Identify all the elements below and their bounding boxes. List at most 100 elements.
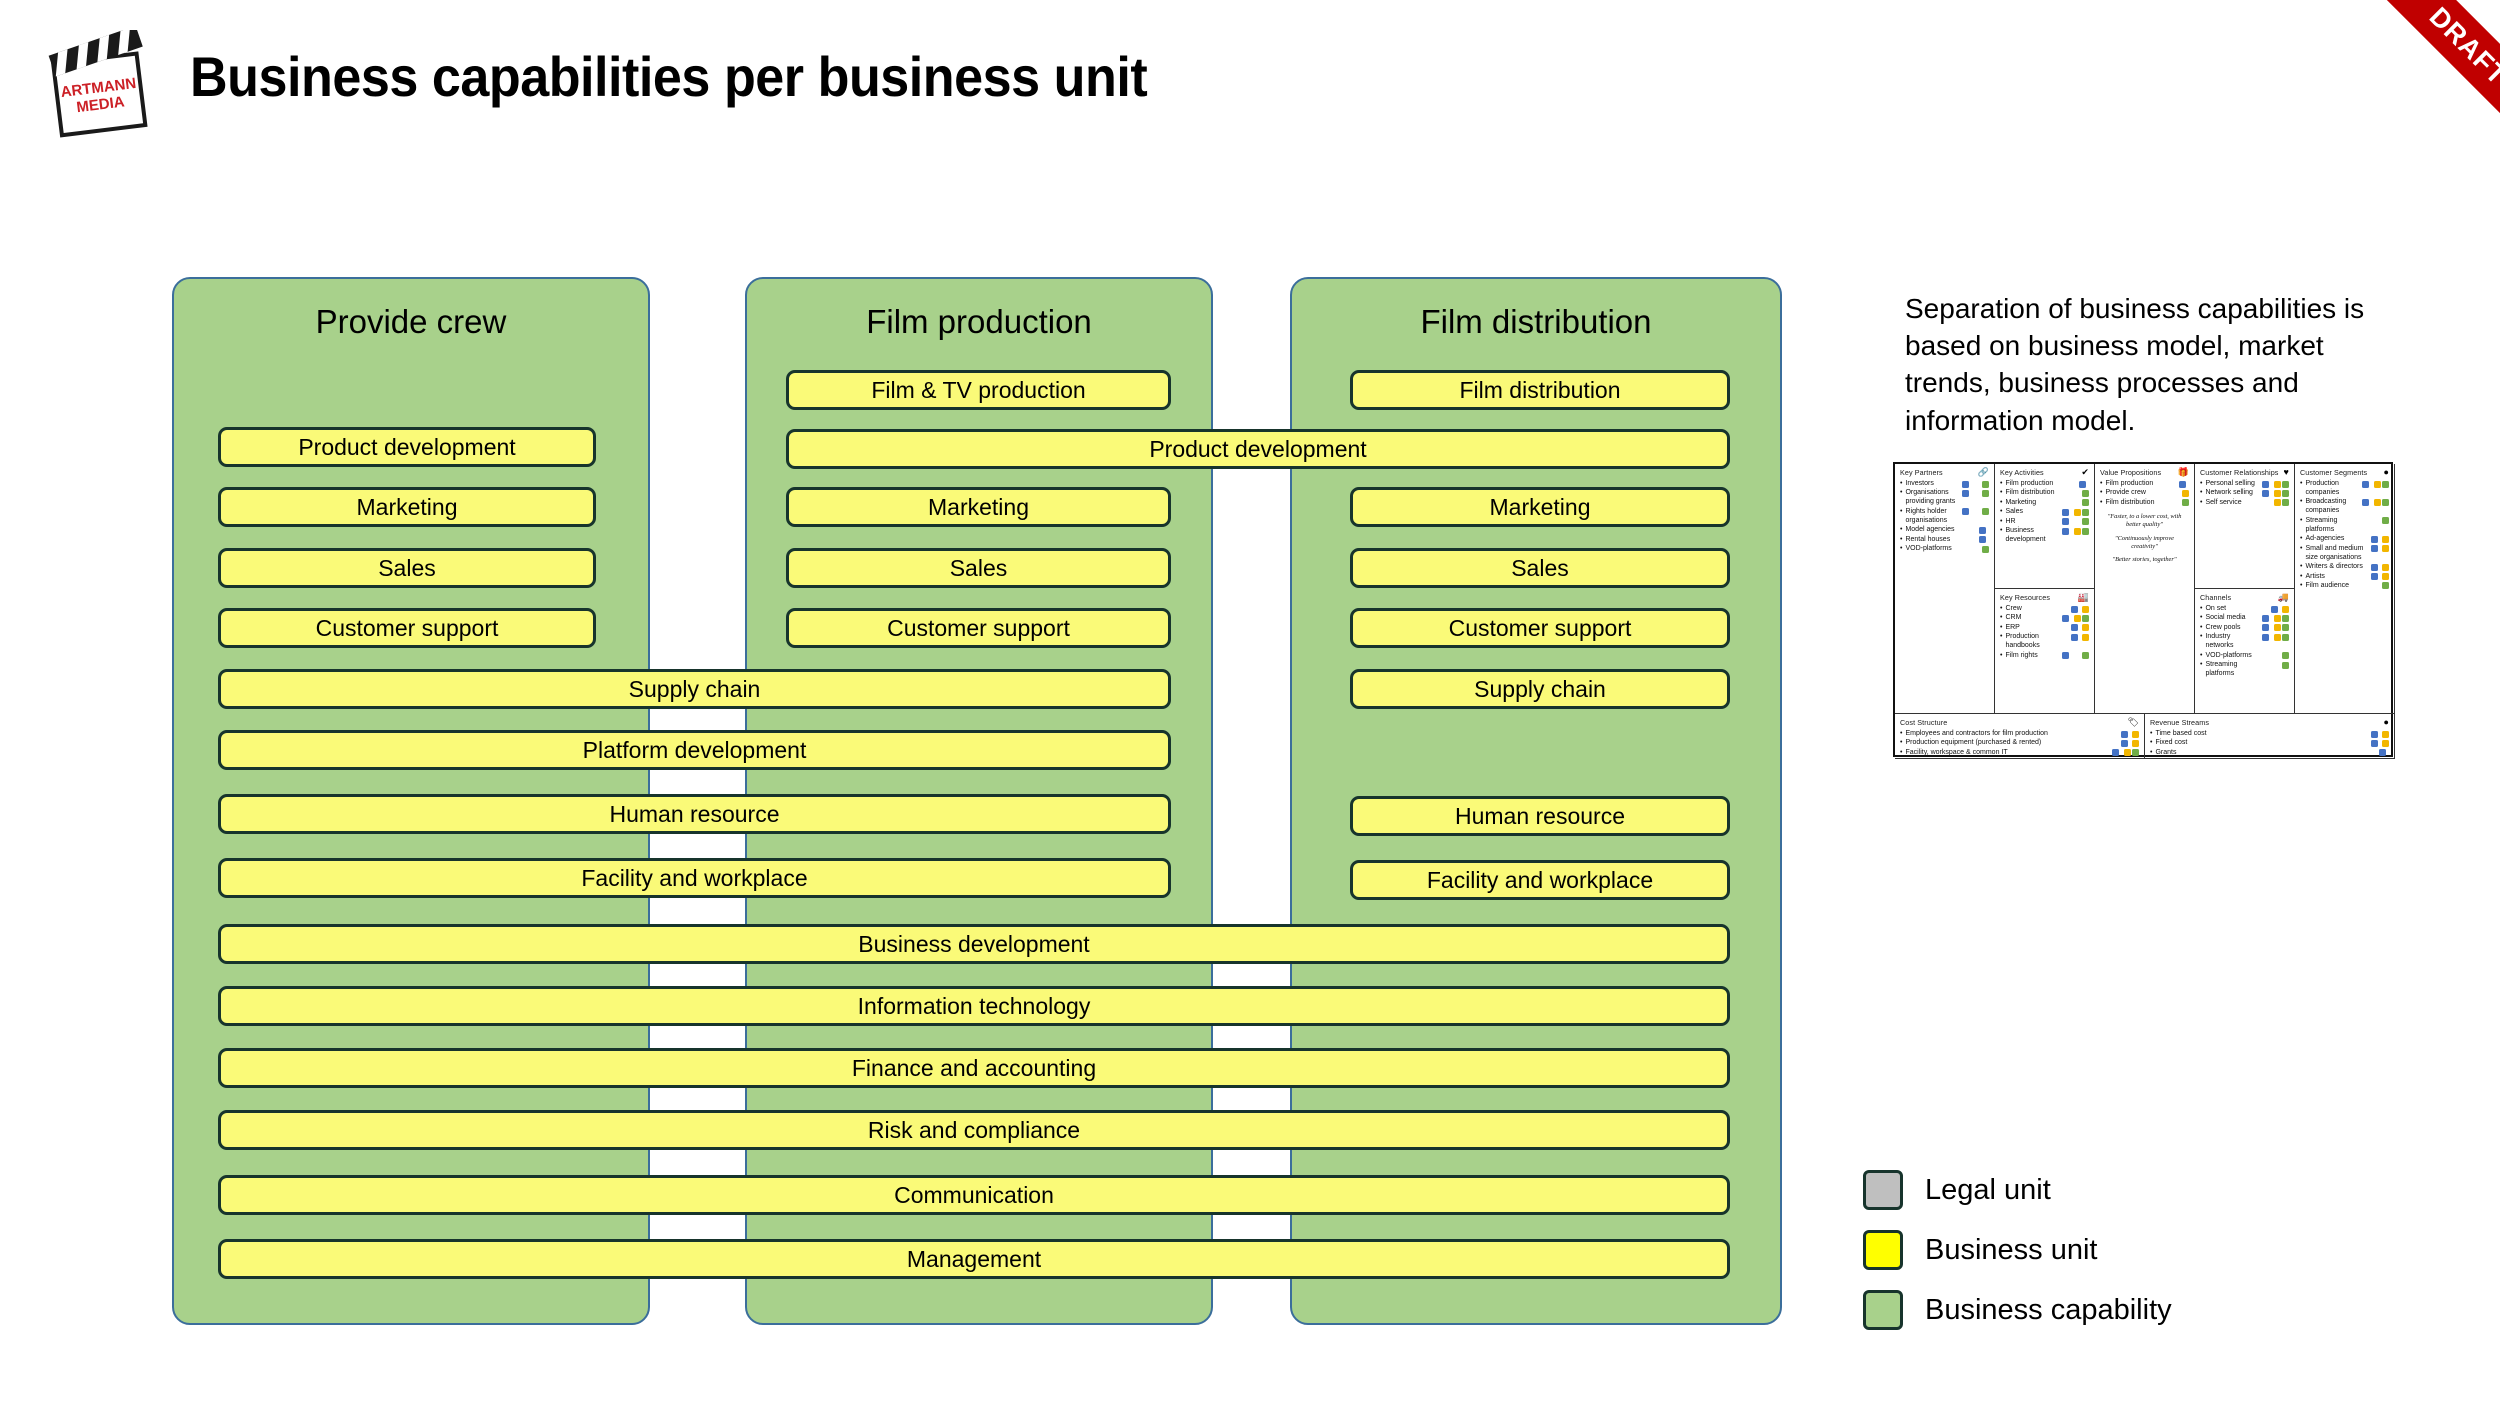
capability-box[interactable]: Supply chain (1350, 669, 1730, 709)
bmc-chip-g (2082, 489, 2089, 497)
bullet-icon: • (2200, 605, 2203, 612)
bmc-chip-y (2073, 527, 2081, 535)
legend-swatch (1863, 1290, 1903, 1330)
capability-box[interactable]: Customer support (1350, 608, 1730, 648)
bmc-chip-group (2265, 652, 2289, 660)
bmc-item-label: Small and medium size organisations (2305, 544, 2364, 561)
bmc-chip-group (2370, 730, 2389, 738)
capability-box[interactable]: Facility and workplace (218, 858, 1171, 898)
bmc-chip-group (2370, 545, 2389, 553)
legend-label: Business capability (1925, 1293, 2172, 1326)
bullet-icon: • (2000, 651, 2003, 659)
legend-swatch (1863, 1230, 1903, 1270)
bmc-chip-g (2382, 517, 2389, 525)
bmc-chip-b (2062, 508, 2069, 516)
bmc-list-item: •Crew pools (2200, 624, 2289, 633)
capability-box[interactable]: Human resource (218, 794, 1171, 834)
bmc-item-label: Streaming platforms (2205, 661, 2238, 678)
bullet-icon: • (2200, 623, 2203, 631)
bullet-icon: • (2300, 572, 2303, 580)
business-model-canvas-thumbnail[interactable]: Key Partners🔗•Investors•Organisations pr… (1893, 462, 2395, 759)
capability-box[interactable]: Product development (786, 429, 1730, 469)
bmc-chip-group (2362, 758, 2389, 759)
capability-box[interactable]: Information technology (218, 986, 1730, 1026)
bmc-chip-b (1962, 489, 1969, 497)
bmc-chip-y (2282, 605, 2289, 613)
bmc-list-item: •Rights holder organisations (1900, 508, 1989, 526)
bmc-chip-g (2282, 614, 2289, 622)
bmc-list-item: •Royalty (2150, 758, 2389, 759)
bmc-item-label: Royalty (2155, 758, 2359, 759)
bmc-chip-b (2120, 739, 2128, 747)
capability-box[interactable]: Platform development (218, 730, 1171, 770)
capability-box[interactable]: Customer support (218, 608, 596, 648)
bmc-list-item: •Investors (1900, 480, 1989, 489)
bmc-list-item: •On set (2200, 605, 2289, 614)
bullet-icon: • (2200, 633, 2203, 641)
capability-box[interactable]: Marketing (218, 487, 596, 527)
bmc-chip-g (2382, 480, 2389, 488)
bmc-list-item: •Employees and contractors for film prod… (1900, 730, 2139, 739)
bmc-list-item: •Social media (2200, 614, 2289, 623)
capability-box[interactable]: Management (218, 1239, 1730, 1279)
bmc-chip-y (2082, 605, 2089, 613)
capability-box[interactable]: Risk and compliance (218, 1110, 1730, 1150)
capability-box[interactable]: Finance and accounting (218, 1048, 1730, 1088)
bmc-item-label: Model agencies (1905, 526, 1955, 534)
capability-box[interactable]: Business development (218, 924, 1730, 964)
bmc-item-label: Employees and contractors for film produ… (1905, 730, 2048, 737)
bmc-chip-b (2362, 498, 2369, 506)
bmc-item-label: Social media (2205, 614, 2246, 622)
column-title-film-distribution: Film distribution (1420, 303, 1652, 340)
bullet-icon: • (2150, 758, 2152, 759)
capability-box[interactable]: Communication (218, 1175, 1730, 1215)
bmc-list-item: •HR (2000, 518, 2089, 527)
capability-box[interactable]: Sales (1350, 548, 1730, 588)
capability-box[interactable]: Supply chain (218, 669, 1171, 709)
bmc-list-item: •Film production (2000, 480, 2089, 489)
bmc-block-key-activities: Key Activities✔•Film production•Film dis… (1995, 464, 2095, 589)
bmc-chip-g (2282, 661, 2289, 669)
bmc-quote: "Faster, to a lower cost, with better qu… (2107, 512, 2182, 529)
capability-box[interactable]: Film distribution (1350, 370, 1730, 410)
bmc-chip-b (2362, 480, 2369, 488)
bullet-icon: • (2000, 489, 2003, 497)
bmc-item-label: On set (2205, 605, 2227, 612)
bmc-chip-b (2062, 614, 2069, 622)
capability-box[interactable]: Marketing (786, 487, 1171, 527)
bmc-chip-b (2120, 730, 2128, 738)
capability-box[interactable]: Human resource (1350, 796, 1730, 836)
capability-box[interactable]: Marketing (1350, 487, 1730, 527)
bmc-item-label: Rights holder organisations (1905, 507, 1948, 524)
capability-box[interactable]: Sales (218, 548, 596, 588)
capability-box[interactable]: Facility and workplace (1350, 860, 1730, 900)
capability-box[interactable]: Film & TV production (786, 370, 1171, 410)
legend-item: Business capability (1863, 1280, 2172, 1340)
bullet-icon: • (2150, 748, 2153, 756)
bmc-item-label: Grants (2155, 748, 2177, 756)
bmc-chip-y (2132, 739, 2139, 747)
bmc-item-label: Streaming platforms (2305, 516, 2338, 533)
capability-box[interactable]: Sales (786, 548, 1171, 588)
bmc-chip-group (2062, 614, 2089, 622)
bullet-icon: • (2300, 544, 2303, 552)
bmc-chip-y (2373, 480, 2381, 488)
bmc-list-item: •Production companies (2300, 480, 2389, 498)
bmc-block-title: Key Partners (1900, 468, 1943, 477)
bullet-icon: • (2300, 516, 2303, 524)
bmc-chip-y (2382, 739, 2389, 747)
bmc-chip-b (2079, 480, 2086, 488)
bmc-block-title: Channels (2200, 593, 2232, 602)
bmc-chip-y (2273, 499, 2281, 507)
capability-box[interactable]: Customer support (786, 608, 1171, 648)
bmc-list-item: •Time based cost (2150, 730, 2389, 739)
bmc-chip-group (1962, 508, 1989, 516)
bmc-item-label: Film rights (2005, 651, 2038, 659)
bmc-item-label: Film production (2005, 480, 2054, 487)
bmc-chip-g (1982, 489, 1989, 497)
bmc-chip-group (2262, 614, 2289, 622)
bmc-list-item: •ERP (2000, 624, 2089, 633)
bmc-item-label: Industry networks (2205, 633, 2234, 650)
capability-box[interactable]: Product development (218, 427, 596, 467)
bmc-chip-group (1962, 489, 1989, 497)
